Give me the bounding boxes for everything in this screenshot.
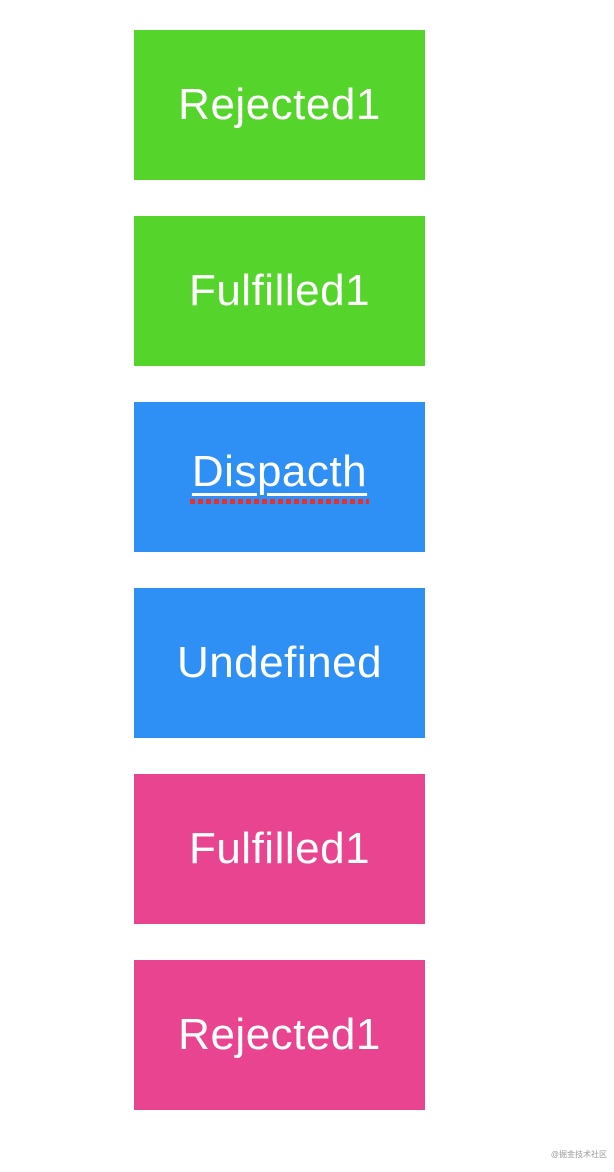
status-block-rejected1-pink: Rejected1 (134, 960, 425, 1110)
status-label-misspelled: Dispacth (189, 450, 370, 504)
status-block-stack: Rejected1 Fulfilled1 Dispacth Undefined … (134, 30, 425, 1110)
status-block-fulfilled1-pink: Fulfilled1 (134, 774, 425, 924)
status-label: Fulfilled1 (188, 824, 371, 873)
status-label: Rejected1 (178, 80, 381, 129)
watermark: @掘金技术社区 (550, 1150, 607, 1159)
status-block-rejected1-green: Rejected1 (134, 30, 425, 180)
status-label: Rejected1 (178, 1010, 381, 1059)
status-label: Undefined (176, 638, 383, 687)
status-block-fulfilled1-green: Fulfilled1 (134, 216, 425, 366)
status-block-undefined-blue: Undefined (134, 588, 425, 738)
status-block-dispacth-blue: Dispacth (134, 402, 425, 552)
status-label: Fulfilled1 (188, 266, 371, 315)
